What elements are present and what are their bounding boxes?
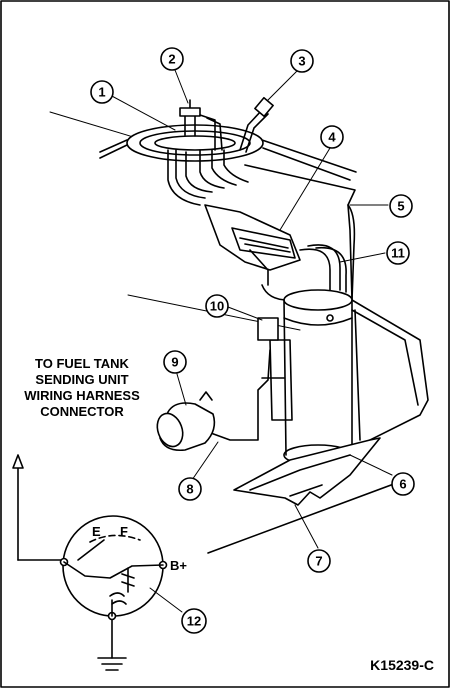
svg-text:9: 9 bbox=[171, 355, 178, 370]
callout-11: 11 bbox=[386, 241, 410, 265]
svg-text:CONNECTOR: CONNECTOR bbox=[40, 404, 124, 419]
gauge-terminal-label: B+ bbox=[170, 558, 187, 573]
callout-7: 7 bbox=[307, 549, 331, 573]
fuel-lines bbox=[167, 96, 274, 206]
fuel-gauge bbox=[59, 515, 168, 671]
sender-assembly bbox=[204, 204, 347, 301]
callout-leaders bbox=[109, 69, 393, 613]
figure-id: K15239-C bbox=[370, 657, 434, 673]
fuel-tank-wall bbox=[49, 111, 429, 446]
arrow-indicator bbox=[12, 454, 66, 561]
svg-text:WIRING HARNESS: WIRING HARNESS bbox=[24, 388, 140, 403]
callout-3: 3 bbox=[290, 49, 314, 73]
gauge-full-label: F bbox=[120, 524, 128, 539]
strainer bbox=[233, 437, 381, 506]
connector-label: TO FUEL TANK SENDING UNIT WIRING HARNESS… bbox=[24, 356, 140, 419]
svg-text:10: 10 bbox=[210, 299, 224, 314]
callout-12: 12 bbox=[181, 608, 207, 634]
svg-text:12: 12 bbox=[187, 614, 201, 629]
svg-text:2: 2 bbox=[168, 52, 175, 67]
svg-text:6: 6 bbox=[399, 477, 406, 492]
callout-8: 8 bbox=[178, 477, 202, 501]
svg-text:8: 8 bbox=[186, 482, 193, 497]
svg-text:SENDING UNIT: SENDING UNIT bbox=[35, 372, 128, 387]
sender-flange bbox=[99, 124, 357, 181]
callout-6: 6 bbox=[391, 472, 415, 496]
fuel-pump bbox=[257, 289, 353, 466]
svg-text:5: 5 bbox=[397, 199, 404, 214]
callout-5: 5 bbox=[389, 194, 413, 218]
ground-wire bbox=[207, 477, 411, 554]
callout-4: 4 bbox=[320, 125, 344, 149]
gauge-empty-label: E bbox=[92, 524, 101, 539]
svg-text:4: 4 bbox=[328, 130, 336, 145]
svg-text:7: 7 bbox=[315, 554, 322, 569]
float bbox=[156, 391, 216, 452]
callout-1: 1 bbox=[90, 80, 114, 104]
svg-text:1: 1 bbox=[98, 85, 105, 100]
callout-10: 10 bbox=[205, 294, 229, 318]
float-arm bbox=[207, 349, 285, 441]
svg-text:11: 11 bbox=[391, 246, 405, 261]
callout-9: 9 bbox=[163, 350, 187, 374]
callout-2: 2 bbox=[160, 47, 184, 71]
svg-text:3: 3 bbox=[298, 54, 305, 69]
svg-text:TO FUEL TANK: TO FUEL TANK bbox=[35, 356, 130, 371]
